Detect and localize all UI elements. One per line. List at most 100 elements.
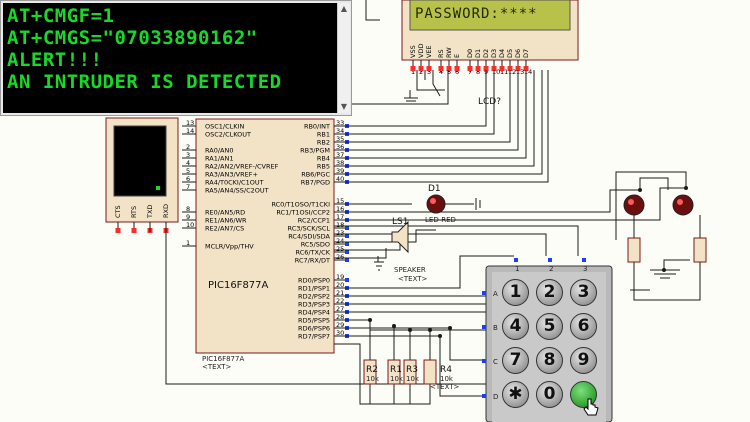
keypad-key[interactable]: 6 xyxy=(570,313,597,340)
resistor-value: 10k xyxy=(366,375,380,383)
keypad-col-label: 3 xyxy=(583,265,587,273)
keypad-key[interactable]: 9 xyxy=(570,347,597,374)
pin-marker xyxy=(548,258,552,262)
resistor-body[interactable] xyxy=(423,359,437,385)
mcu-pin-number: 33 xyxy=(336,119,344,127)
speaker-name: SPEAKER xyxy=(394,266,426,274)
led-name: LED-RED xyxy=(425,216,456,224)
lcd-pin-number: 12 xyxy=(508,68,516,76)
mcu-pin-name: RB1 xyxy=(317,131,330,139)
lcd-pins: VSS1VDD2VEE3RS4RW5E6D07D18D29D310D411D51… xyxy=(409,44,532,76)
keypad-col-label: 2 xyxy=(549,265,553,273)
terminal-line-1: AT+CMGF=1 xyxy=(7,5,115,27)
resistor-value: 10k xyxy=(440,375,454,383)
mcu-pin-name: RB7/PGD xyxy=(301,179,330,187)
lamp-resistor-1 xyxy=(627,237,641,263)
pin-marker xyxy=(514,258,518,262)
lcd-pin-label: D3 xyxy=(490,49,498,58)
resistor-ref: R2 xyxy=(366,365,378,375)
keypad-key[interactable]: 5 xyxy=(536,313,563,340)
led-body[interactable] xyxy=(426,194,446,214)
keypad-key[interactable]: 8 xyxy=(536,347,563,374)
mcu-part-label: PIC16F877A xyxy=(202,355,244,363)
terminal-line-4: AN INTRUDER IS DETECTED xyxy=(7,71,282,93)
lcd-pin-number: 7 xyxy=(468,68,472,76)
lcd-pin-dot xyxy=(491,66,497,71)
mcu-pin-name: RA0/AN0 xyxy=(205,147,233,155)
lcd-pin-number: 3 xyxy=(427,68,431,76)
virtual-terminal-screen xyxy=(113,125,167,197)
vt-pin-dot xyxy=(131,228,137,233)
resistor-body[interactable] xyxy=(403,359,417,385)
mcu-pin-name: OSC2/CLKOUT xyxy=(205,131,251,139)
lcd-pin-dot xyxy=(438,66,444,71)
mcu-pin-number: 2 xyxy=(186,143,190,151)
hand-cursor-icon xyxy=(583,398,599,416)
keypad-row-label: D xyxy=(493,393,498,401)
keypad-row-label: B xyxy=(493,324,498,332)
mcu-pin-name: RC0/T1OSO/T1CKI xyxy=(271,201,330,209)
lcd-pin-dot xyxy=(507,66,513,71)
lcd-pin-label: D5 xyxy=(506,49,514,58)
terminal-output: AT+CMGF=1 AT+CMGS="07033890162" ALERT!!!… xyxy=(3,3,337,113)
speaker-icon[interactable] xyxy=(391,220,409,254)
mcu-pin-name: RA5/AN4/SS/C2OUT xyxy=(205,187,269,195)
lcd-pin-label: RW xyxy=(445,47,453,58)
mcu-pin-number: 7 xyxy=(186,183,190,191)
mcu-pin-number: 39 xyxy=(336,167,344,175)
scroll-up-icon[interactable]: ▲ xyxy=(340,4,348,13)
lcd-pin-number: 11 xyxy=(500,68,508,76)
mcu-pin-number: 18 xyxy=(336,221,344,229)
mcu-pin-name: RC7/RX/DT xyxy=(295,257,330,265)
lcd-pin-label: VEE xyxy=(425,45,433,58)
mcu-pin-name: RB3/PGM xyxy=(300,147,330,155)
terminal-scrollbar[interactable]: ▲ ▼ xyxy=(337,3,350,113)
mcu-pin-number: 22 xyxy=(336,297,344,305)
wires xyxy=(149,0,701,405)
keypad-key[interactable]: 1 xyxy=(502,279,529,306)
lamp-2[interactable] xyxy=(672,194,694,216)
lcd-pin-dot xyxy=(467,66,473,71)
mcu-pin-name: RD5/PSP5 xyxy=(298,317,330,325)
keypad-key[interactable]: 2 xyxy=(536,279,563,306)
pin-marker xyxy=(482,325,486,329)
virtual-terminal-window[interactable]: AT+CMGF=1 AT+CMGS="07033890162" ALERT!!!… xyxy=(0,0,352,116)
keypad-key[interactable]: 4 xyxy=(502,313,529,340)
terminal-line-2: AT+CMGS="07033890162" xyxy=(7,27,258,49)
terminal-line-3: ALERT!!! xyxy=(7,49,103,71)
resistor-body[interactable] xyxy=(363,359,377,385)
keypad-key[interactable]: 3 xyxy=(570,279,597,306)
mcu-pin-name: RD4/PSP4 xyxy=(298,309,330,317)
resistor-body[interactable] xyxy=(387,359,401,385)
mcu-pin-number: 16 xyxy=(336,205,344,213)
mcu-pin-name: RC1/T1OSI/CCP2 xyxy=(276,209,330,217)
keypad-key[interactable]: 7 xyxy=(502,347,529,374)
lcd-pin-dot xyxy=(410,66,416,71)
lamp-1[interactable] xyxy=(623,194,645,216)
scroll-down-icon[interactable]: ▼ xyxy=(340,102,348,111)
keypad-key[interactable]: ✱ xyxy=(502,381,529,408)
mcu-pin-number: 20 xyxy=(336,281,344,289)
lcd-pin-dot xyxy=(418,66,424,71)
mcu-pin-number: 30 xyxy=(336,329,344,337)
mcu-pin-name: RE1/AN6/WR xyxy=(205,217,247,225)
mcu-pin-number: 37 xyxy=(336,151,344,159)
mcu-pin-number: 5 xyxy=(186,167,190,175)
vt-pin-label: RTS xyxy=(130,206,138,218)
keypad-key[interactable]: 0 xyxy=(536,381,563,408)
mcu-pin-number: 23 xyxy=(336,229,344,237)
mcu-pin-number: 4 xyxy=(186,159,190,167)
resistor-text-tag: <TEXT> xyxy=(430,383,460,391)
speaker-text-tag: <TEXT> xyxy=(398,275,428,283)
mcu-body[interactable] xyxy=(195,118,335,354)
mcu-pin-number: 17 xyxy=(336,213,344,221)
lcd-display-text: PASSWORD:**** xyxy=(415,6,538,22)
resistor-ref: R4 xyxy=(440,365,452,375)
mcu-pin-name: RA2/AN2/VREF-/CVREF xyxy=(205,163,279,171)
lcd-pin-label: D0 xyxy=(466,49,474,58)
vt-pin-label: RXD xyxy=(162,204,170,218)
mcu-pin-name: MCLR/Vpp/THV xyxy=(205,243,254,251)
mcu-pin-name: RD1/PSP1 xyxy=(298,285,330,293)
